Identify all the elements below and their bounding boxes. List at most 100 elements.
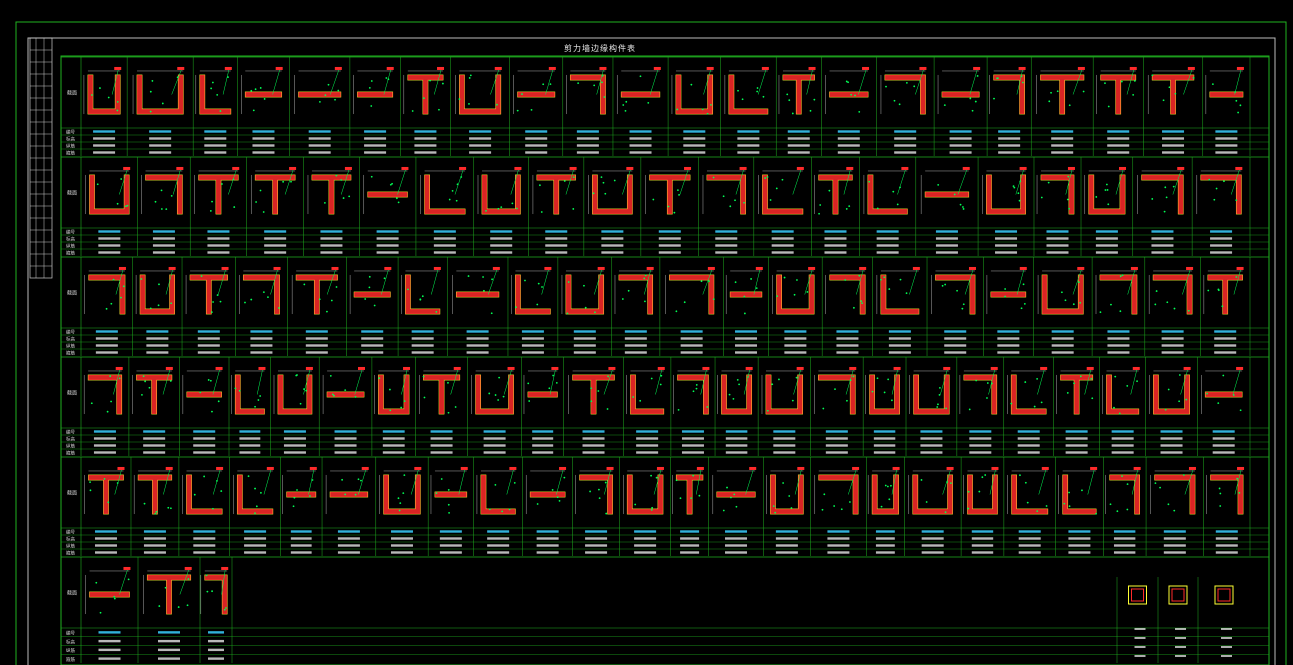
code-mark <box>143 544 166 547</box>
rebar-dot <box>1104 189 1107 191</box>
code-mark <box>152 230 175 233</box>
code-mark <box>582 430 605 433</box>
stirrup-outline <box>1099 274 1138 315</box>
code-mark <box>773 430 796 433</box>
code-mark <box>149 144 172 147</box>
member-tag <box>1090 466 1098 470</box>
leader-line <box>114 469 122 495</box>
edge-member-section <box>1037 266 1085 315</box>
rebar-dot <box>819 204 822 206</box>
code-mark <box>536 544 559 547</box>
code-mark <box>1065 444 1088 447</box>
rebar-dot <box>1154 303 1157 306</box>
rebar-dot <box>1099 311 1102 314</box>
rebar-dot <box>151 80 154 82</box>
edge-member-section <box>1201 366 1244 415</box>
rebar-dot <box>860 300 863 303</box>
code-mark <box>658 230 681 233</box>
code-mark <box>935 251 958 254</box>
rebar-dot <box>737 89 739 92</box>
stirrup-outline <box>626 474 664 515</box>
rebar-dot <box>368 275 371 278</box>
code-mark <box>935 244 958 247</box>
code-mark <box>683 137 706 140</box>
stirrup-outline <box>236 474 274 515</box>
code-mark <box>773 444 796 447</box>
code-mark <box>735 337 758 340</box>
rebar-dot <box>293 496 296 499</box>
code-mark <box>935 230 958 233</box>
rebar-dot <box>482 276 484 278</box>
member-tag <box>608 366 616 370</box>
edge-member-section <box>766 466 805 515</box>
rebar-dot <box>845 208 848 210</box>
wall-fill <box>1141 174 1184 215</box>
code-mark <box>158 631 180 634</box>
rebar-dot <box>1019 474 1021 477</box>
rebar-dot <box>494 483 497 486</box>
rebar-dot <box>1155 290 1158 292</box>
code-mark <box>305 337 328 340</box>
code-mark <box>390 551 413 554</box>
edge-member-section <box>1007 466 1049 515</box>
code-mark <box>525 137 548 140</box>
rebar-dot <box>354 493 357 496</box>
code-mark <box>969 437 992 440</box>
code-mark <box>244 551 267 554</box>
code-mark <box>1215 137 1238 140</box>
leader-line <box>549 369 556 395</box>
wall-fill <box>728 74 768 115</box>
leader-line <box>1016 69 1023 95</box>
member-tag <box>859 266 867 270</box>
rebar-dot <box>207 379 210 381</box>
code-mark <box>771 230 794 233</box>
code-mark <box>873 444 896 447</box>
row-label-section: 截面 <box>67 90 77 97</box>
code-mark <box>894 151 917 154</box>
leader-line <box>256 369 263 395</box>
code-mark <box>98 251 121 254</box>
rebar-dot <box>1107 203 1110 206</box>
wall-fill <box>782 74 815 115</box>
wall-fill <box>963 374 997 415</box>
stirrup-outline <box>669 274 715 315</box>
rebar-dot <box>1066 392 1069 394</box>
code-mark <box>430 437 453 440</box>
wall-fill <box>1210 474 1244 515</box>
leader-line <box>1232 369 1241 395</box>
rebar-dot <box>435 492 438 495</box>
stirrup-outline <box>481 174 521 215</box>
rebar-dot <box>552 374 555 377</box>
row-label: 编号 <box>66 630 75 637</box>
code-mark <box>469 144 492 147</box>
rebar-dot <box>1064 299 1067 302</box>
code-mark <box>1151 237 1174 240</box>
rebar-dot <box>905 292 908 295</box>
wall-fill <box>517 92 555 97</box>
code-mark <box>93 151 116 154</box>
rebar-dot <box>621 298 624 300</box>
rebar-dot <box>854 94 856 97</box>
code-mark <box>390 537 413 540</box>
rebar-dot <box>598 497 601 500</box>
code-mark <box>334 451 357 454</box>
member-tag <box>973 66 981 70</box>
inner-border <box>27 37 1276 665</box>
code-mark <box>376 230 399 233</box>
rebar-dot <box>1235 276 1238 278</box>
code-mark <box>252 151 275 154</box>
leader-line <box>119 569 128 595</box>
code-mark <box>784 351 807 354</box>
leader-line <box>358 469 366 495</box>
rebar-dot <box>690 83 693 86</box>
rebar-dot <box>250 298 253 301</box>
rebar-dot <box>1192 77 1195 79</box>
rebar-dot <box>1107 105 1110 108</box>
code-mark <box>725 430 748 433</box>
code-mark <box>430 451 453 454</box>
code-mark <box>737 144 760 147</box>
rebar-dot <box>969 97 972 100</box>
rebar-dot <box>1105 183 1108 186</box>
wall-fill <box>572 374 615 415</box>
code-mark <box>532 437 554 440</box>
